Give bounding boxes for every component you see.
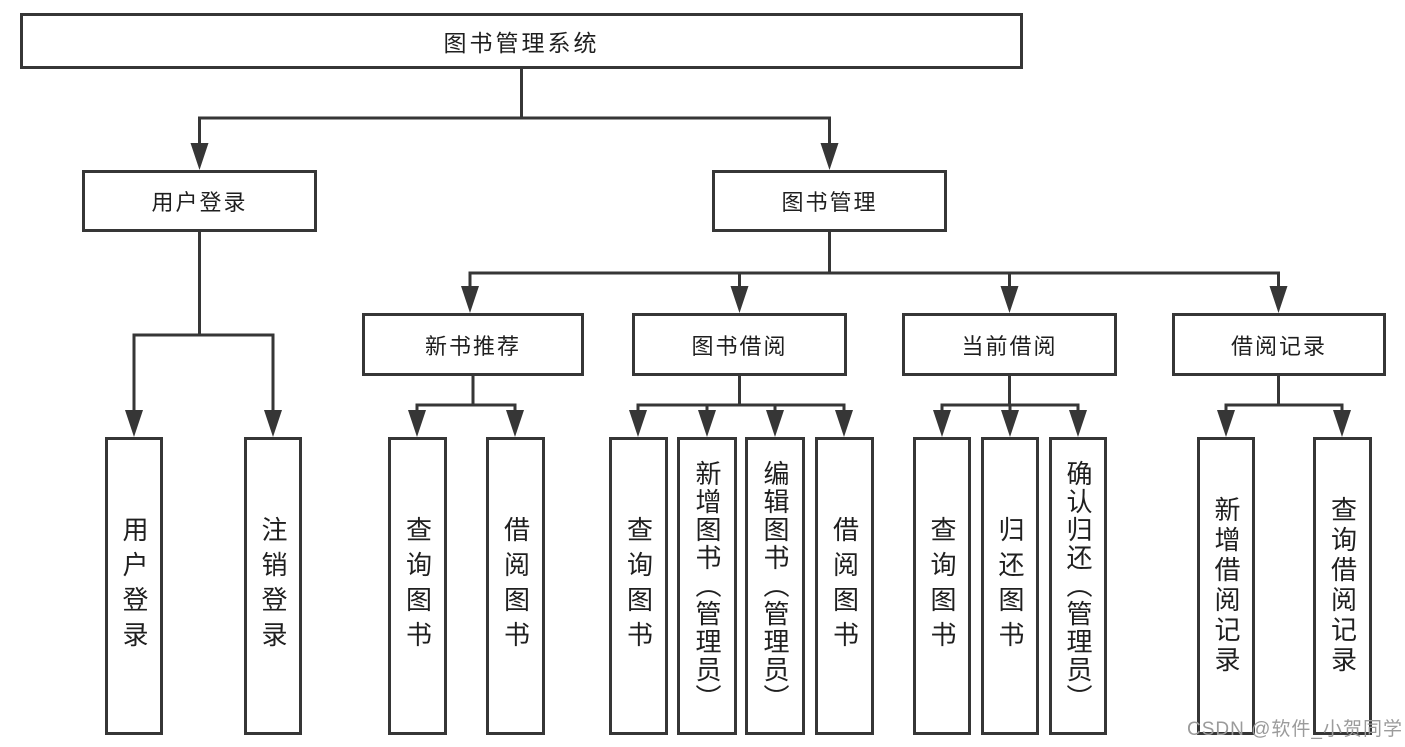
- leaf-current-confirm-return-admin: 确认归还（管理员）: [1049, 437, 1107, 735]
- node-borrowing-records-label: 借阅记录: [1230, 333, 1327, 359]
- leaf-logout: 注销登录: [244, 437, 302, 735]
- leaf-borrow-edit-books-admin: 编辑图书（管理员）: [745, 437, 805, 735]
- node-user-login: 用户登录: [82, 170, 317, 232]
- node-new-book-recommend: 新书推荐: [362, 313, 584, 376]
- node-current-borrowing-label: 当前借阅: [961, 333, 1058, 359]
- leaf-recommend-query-books: 查询图书: [388, 437, 447, 735]
- leaf-logout-label: 注销登录: [258, 516, 288, 656]
- node-current-borrowing: 当前借阅: [902, 313, 1117, 376]
- node-root-label: 图书管理系统: [443, 30, 600, 56]
- node-book-management: 图书管理: [712, 170, 947, 232]
- node-book-borrowing-label: 图书借阅: [691, 333, 788, 359]
- leaf-recommend-borrow-books-label: 借阅图书: [500, 516, 531, 656]
- leaf-borrow-query-books: 查询图书: [609, 437, 668, 735]
- leaf-current-confirm-return-admin-label: 确认归还（管理员）: [1063, 460, 1093, 712]
- node-root: 图书管理系统: [20, 13, 1023, 69]
- node-borrowing-records: 借阅记录: [1172, 313, 1386, 376]
- leaf-records-query-record: 查询借阅记录: [1313, 437, 1372, 735]
- leaf-borrow-borrow-books: 借阅图书: [815, 437, 874, 735]
- node-user-login-label: 用户登录: [151, 190, 248, 215]
- node-new-book-recommend-label: 新书推荐: [424, 333, 521, 359]
- leaf-user-login-label: 用户登录: [119, 516, 149, 656]
- leaf-recommend-borrow-books: 借阅图书: [486, 437, 545, 735]
- leaf-borrow-add-books-admin-label: 新增图书（管理员）: [692, 460, 722, 712]
- leaf-records-add-record: 新增借阅记录: [1197, 437, 1255, 735]
- leaf-current-return-books: 归还图书: [981, 437, 1039, 735]
- node-book-management-label: 图书管理: [781, 190, 878, 215]
- leaf-user-login: 用户登录: [105, 437, 163, 735]
- leaf-borrow-add-books-admin: 新增图书（管理员）: [677, 437, 737, 735]
- leaf-current-query-books-label: 查询图书: [927, 516, 957, 656]
- leaf-borrow-query-books-label: 查询图书: [623, 516, 654, 656]
- leaf-records-query-record-label: 查询借阅记录: [1327, 496, 1358, 676]
- leaf-current-query-books: 查询图书: [913, 437, 971, 735]
- watermark: CSDN @软件_小贺同学: [1187, 719, 1403, 740]
- leaf-borrow-borrow-books-label: 借阅图书: [829, 516, 860, 656]
- leaf-recommend-query-books-label: 查询图书: [402, 516, 433, 656]
- node-book-borrowing: 图书借阅: [632, 313, 847, 376]
- leaf-borrow-edit-books-admin-label: 编辑图书（管理员）: [760, 460, 790, 712]
- leaf-records-add-record-label: 新增借阅记录: [1211, 496, 1241, 676]
- leaf-current-return-books-label: 归还图书: [995, 516, 1025, 656]
